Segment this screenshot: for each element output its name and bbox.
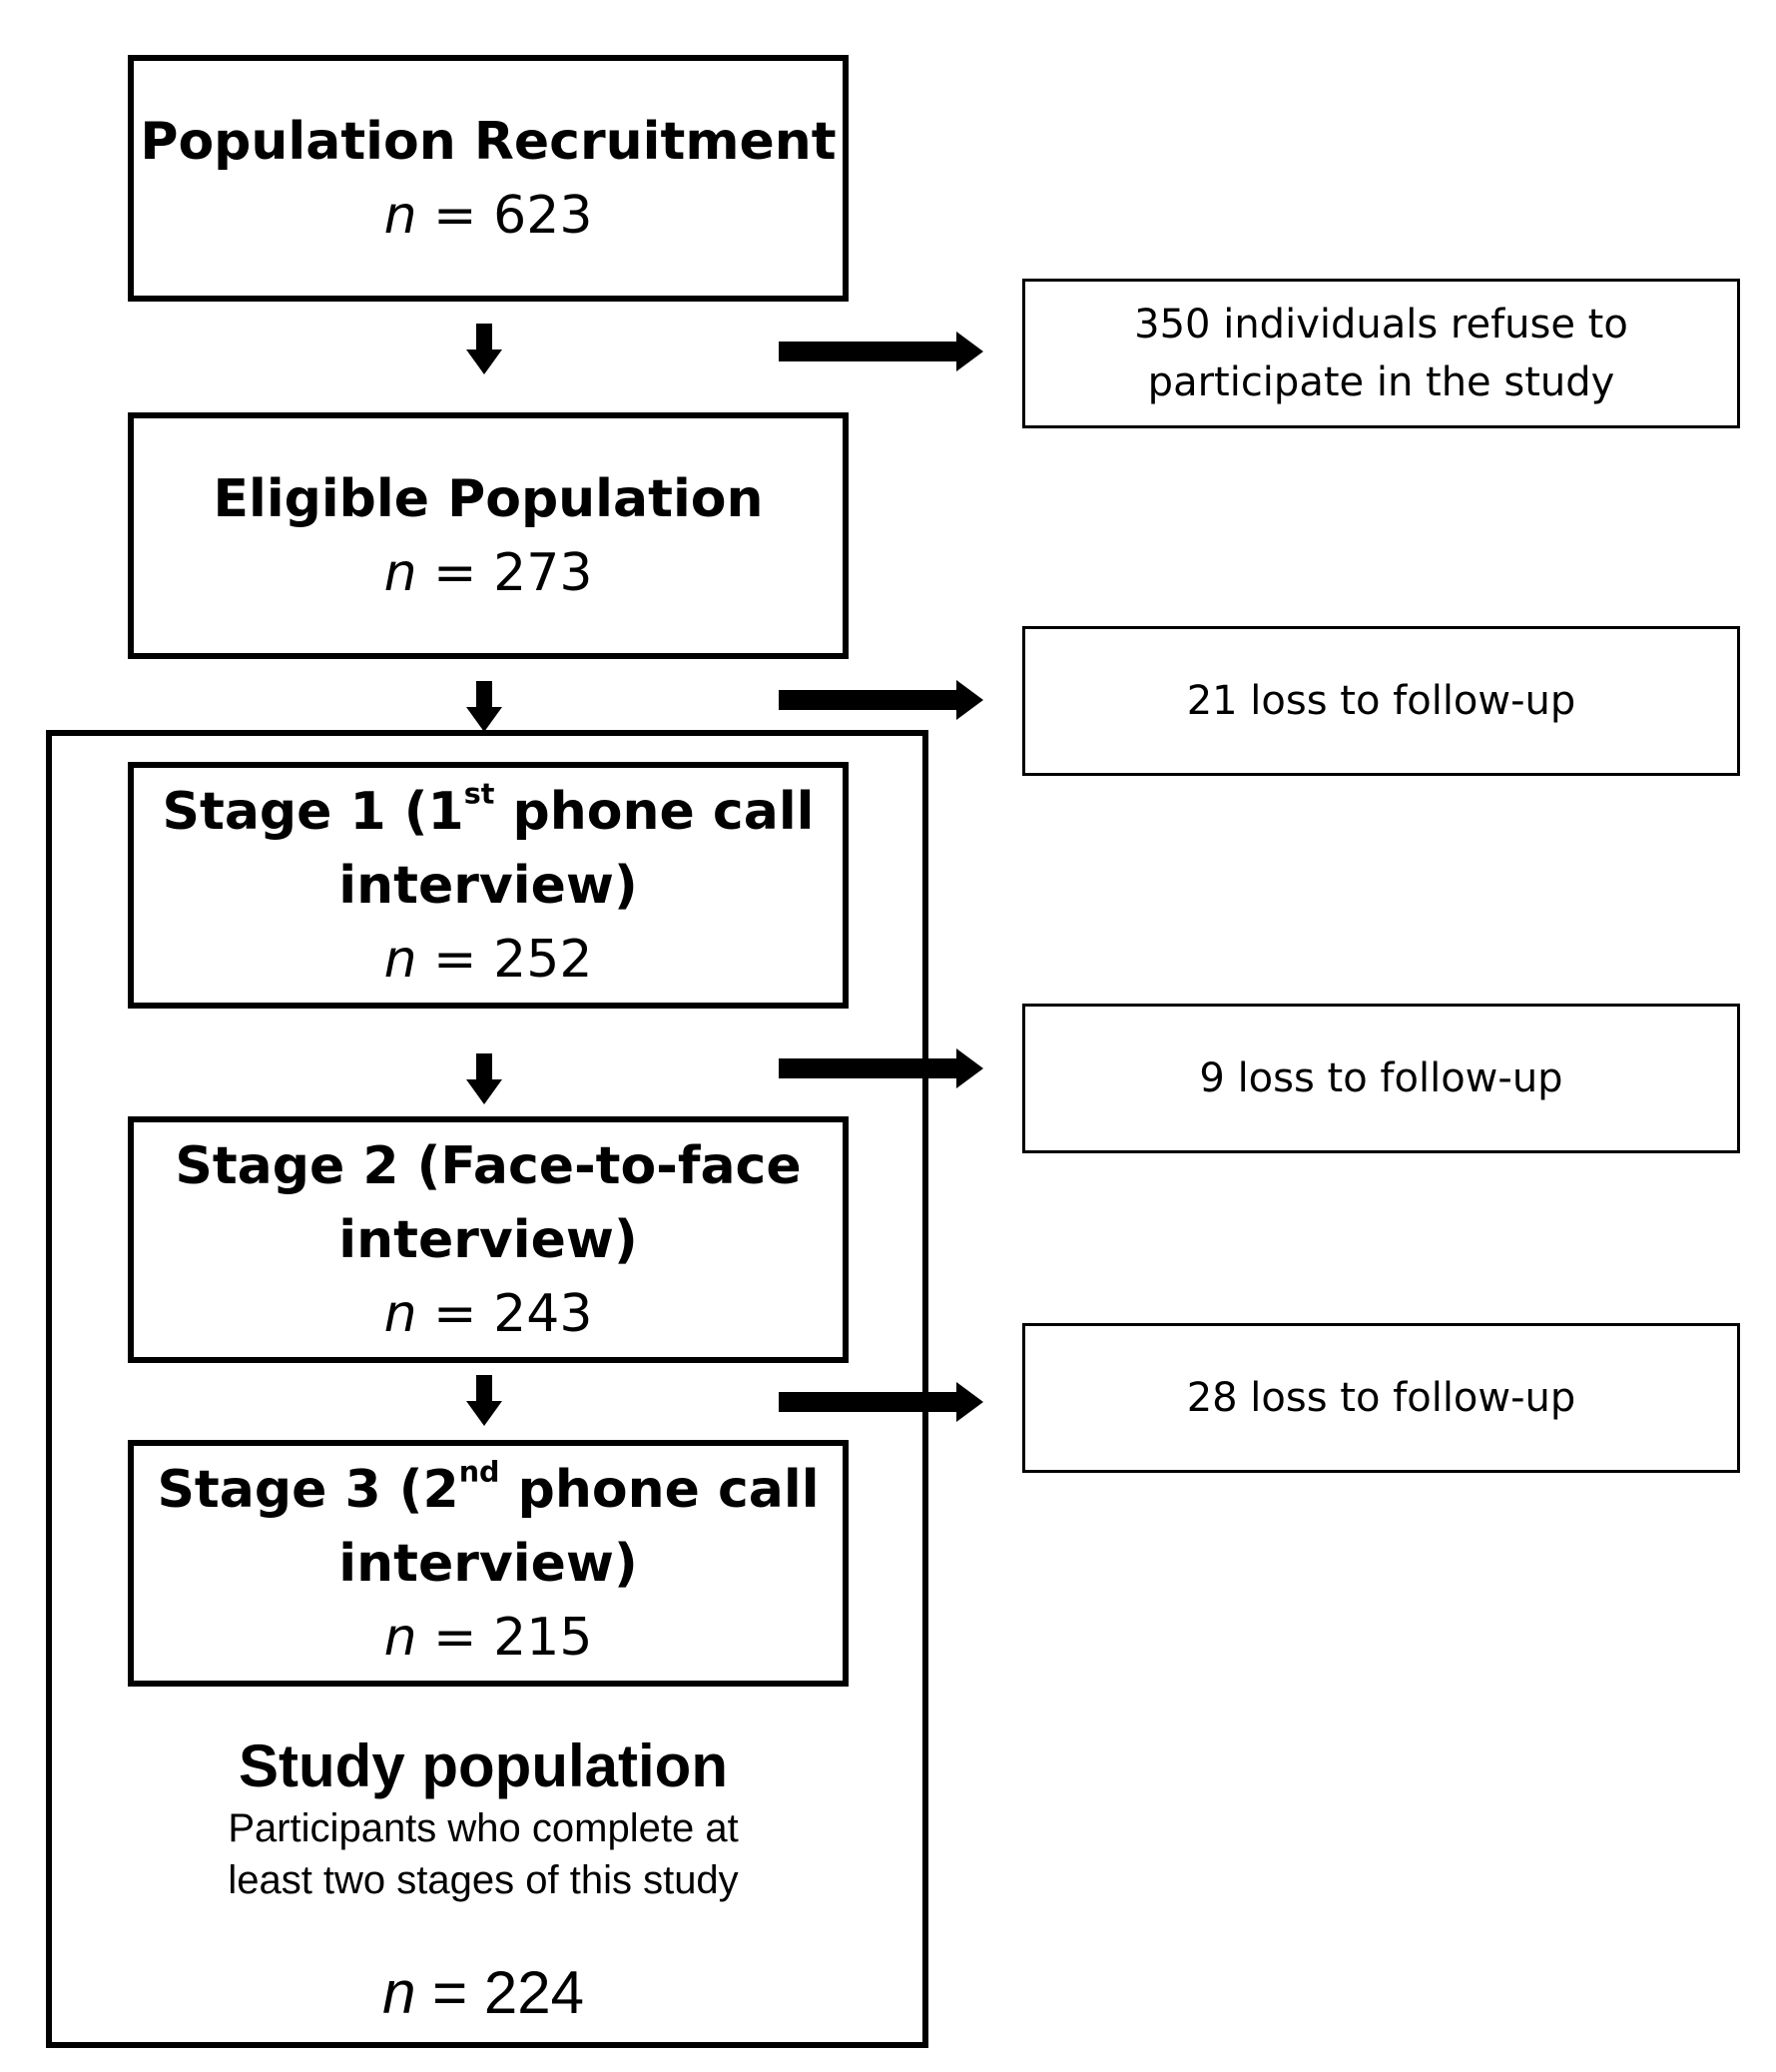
box-title: Stage 1 (1st phone call: [162, 775, 815, 842]
study-population-count: n = 224: [382, 1959, 584, 2026]
stage-2-box: Stage 2 (Face-to-face interview) n = 243: [128, 1116, 849, 1363]
population-recruitment-box: Population Recruitment n = 623: [128, 55, 849, 302]
box-title: Eligible Population: [213, 468, 764, 529]
exclusion-text: 9 loss to follow-up: [1199, 1055, 1563, 1101]
exclusion-box-stage3-loss: 28 loss to follow-up: [1022, 1323, 1740, 1473]
down-arrow-2: [466, 681, 502, 732]
study-population-desc-line1: Participants who complete at: [228, 1806, 739, 1850]
down-arrow-3: [466, 1053, 502, 1104]
box-title-line2: interview): [338, 1533, 638, 1594]
right-arrow-1: [779, 332, 983, 371]
stage-3-box: Stage 3 (2nd phone call interview) n = 2…: [128, 1440, 849, 1687]
right-arrow-2: [779, 680, 983, 720]
eligible-population-box: Eligible Population n = 273: [128, 412, 849, 659]
study-population-title: Study population: [239, 1732, 728, 1799]
box-count: n = 215: [383, 1607, 593, 1668]
study-population-frame: [46, 730, 928, 2048]
right-arrow-3: [779, 1048, 983, 1088]
box-title: Stage 2 (Face-to-face: [175, 1135, 802, 1196]
exclusion-line1: 350 individuals refuse to: [1134, 302, 1628, 347]
box-title-line2: interview): [338, 855, 638, 916]
study-population-desc-line2: least two stages of this study: [228, 1858, 739, 1902]
exclusion-box-stage1-loss: 21 loss to follow-up: [1022, 626, 1740, 776]
exclusion-text: 21 loss to follow-up: [1186, 678, 1576, 724]
box-title-line2: interview): [338, 1209, 638, 1270]
down-arrow-1: [466, 324, 502, 374]
box-count: n = 243: [383, 1283, 593, 1344]
stage-1-box: Stage 1 (1st phone call interview) n = 2…: [128, 762, 849, 1009]
right-arrow-4: [779, 1382, 983, 1422]
box-count: n = 273: [383, 542, 593, 603]
box-count: n = 252: [383, 929, 593, 990]
exclusion-box-stage2-loss: 9 loss to follow-up: [1022, 1004, 1740, 1153]
study-population-label: Study population Participants who comple…: [46, 1730, 920, 1906]
exclusion-box-refused: 350 individuals refuse to participate in…: [1022, 279, 1740, 428]
exclusion-text: 28 loss to follow-up: [1186, 1375, 1576, 1421]
box-count: n = 623: [383, 185, 593, 246]
down-arrow-4: [466, 1375, 502, 1426]
box-title: Population Recruitment: [140, 111, 837, 172]
box-title: Stage 3 (2nd phone call: [157, 1453, 820, 1520]
exclusion-line2: participate in the study: [1147, 359, 1615, 405]
